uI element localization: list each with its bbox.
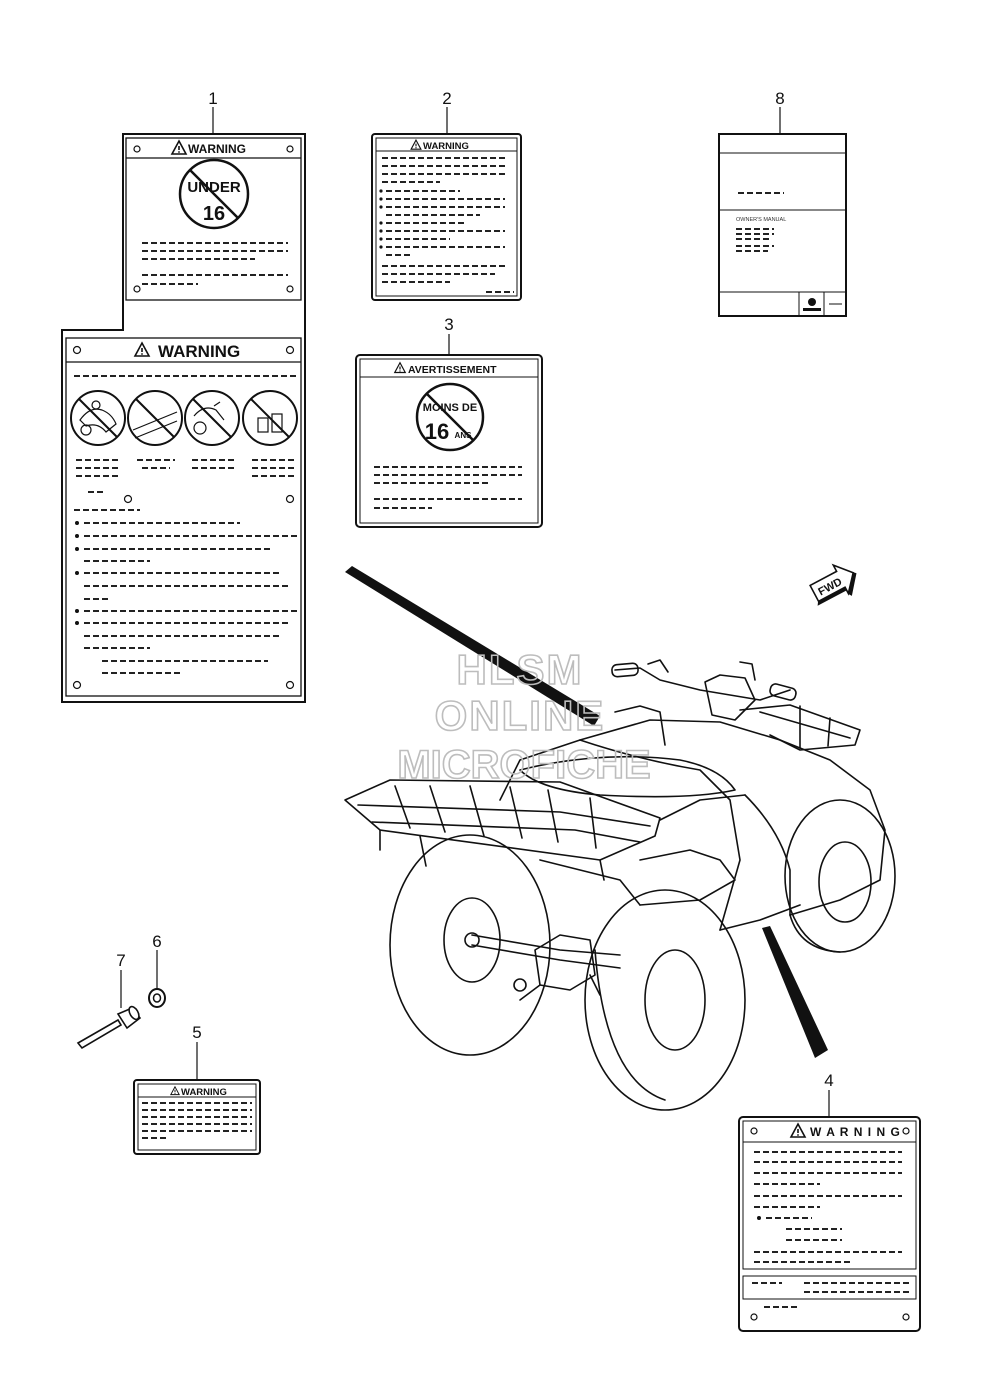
label-1-title: WARNING	[188, 142, 246, 156]
label-2-title: WARNING	[423, 141, 469, 152]
label-3-title: AVERTISSEMENT	[408, 364, 497, 376]
no-passenger-icon	[70, 390, 126, 446]
ans-text: ANS	[455, 431, 473, 440]
rivet-part-7[interactable]	[76, 970, 142, 1050]
no-paved-road-icon	[127, 390, 183, 446]
pointer-wedge-bottom	[762, 926, 828, 1058]
watermark: HLSM ONLINE MICROFICHE	[397, 645, 652, 788]
watermark-line-3: MICROFICHE	[397, 743, 650, 787]
fwd-arrow-icon: FWD	[809, 563, 857, 606]
no-under-16-icon: UNDER 16	[178, 158, 250, 230]
label-1-lower-title: WARNING	[158, 342, 240, 361]
callout-8[interactable]: 8	[775, 89, 784, 108]
warning-triangle-icon	[171, 140, 187, 155]
warning-triangle-icon-2	[410, 139, 422, 150]
label-part-2[interactable]: WARNING	[371, 107, 522, 301]
under-text: UNDER	[187, 179, 241, 196]
age-16-text: 16	[203, 203, 225, 225]
age-16-fr-text: 16	[425, 419, 449, 444]
label-part-1[interactable]: WARNING UNDER 16 WARNING	[61, 107, 306, 703]
label-part-4[interactable]: W A R N I N G	[738, 1090, 921, 1332]
no-drink-icon	[242, 390, 298, 446]
label-part-5[interactable]: WARNING	[133, 1042, 261, 1155]
warning-triangle-icon-large	[134, 342, 150, 357]
callout-5[interactable]: 5	[192, 1023, 201, 1042]
callout-3[interactable]: 3	[444, 315, 453, 334]
pointer-wedge-top	[345, 566, 600, 726]
callout-6[interactable]: 6	[152, 932, 161, 951]
watermark-line-1: HLSM	[457, 646, 584, 693]
owners-manual-part-8[interactable]: OWNER'S MANUAL	[718, 107, 847, 317]
callout-2[interactable]: 2	[442, 89, 451, 108]
label-part-3[interactable]: AVERTISSEMENT MOINS DE 16 ANS	[355, 334, 543, 528]
suzuki-logo-icon	[803, 298, 821, 311]
watermark-line-2: ONLINE	[435, 692, 606, 739]
label-5-title: WARNING	[181, 1087, 227, 1098]
warning-triangle-icon-3	[394, 362, 406, 374]
moins-de-text: MOINS DE	[423, 402, 477, 414]
warning-triangle-icon-4	[790, 1123, 806, 1138]
owners-manual-text: OWNER'S MANUAL	[736, 217, 786, 223]
warning-triangle-icon-5	[170, 1086, 180, 1096]
washer-part-6[interactable]	[148, 950, 166, 1008]
atv-illustration	[344, 659, 896, 1111]
no-rough-terrain-icon	[184, 390, 240, 446]
callout-4[interactable]: 4	[824, 1071, 833, 1090]
no-under-16-icon-fr: MOINS DE 16 ANS	[415, 382, 485, 452]
label-4-title: W A R N I N G	[810, 1125, 901, 1139]
callout-7[interactable]: 7	[116, 951, 125, 970]
callout-1[interactable]: 1	[208, 89, 217, 108]
